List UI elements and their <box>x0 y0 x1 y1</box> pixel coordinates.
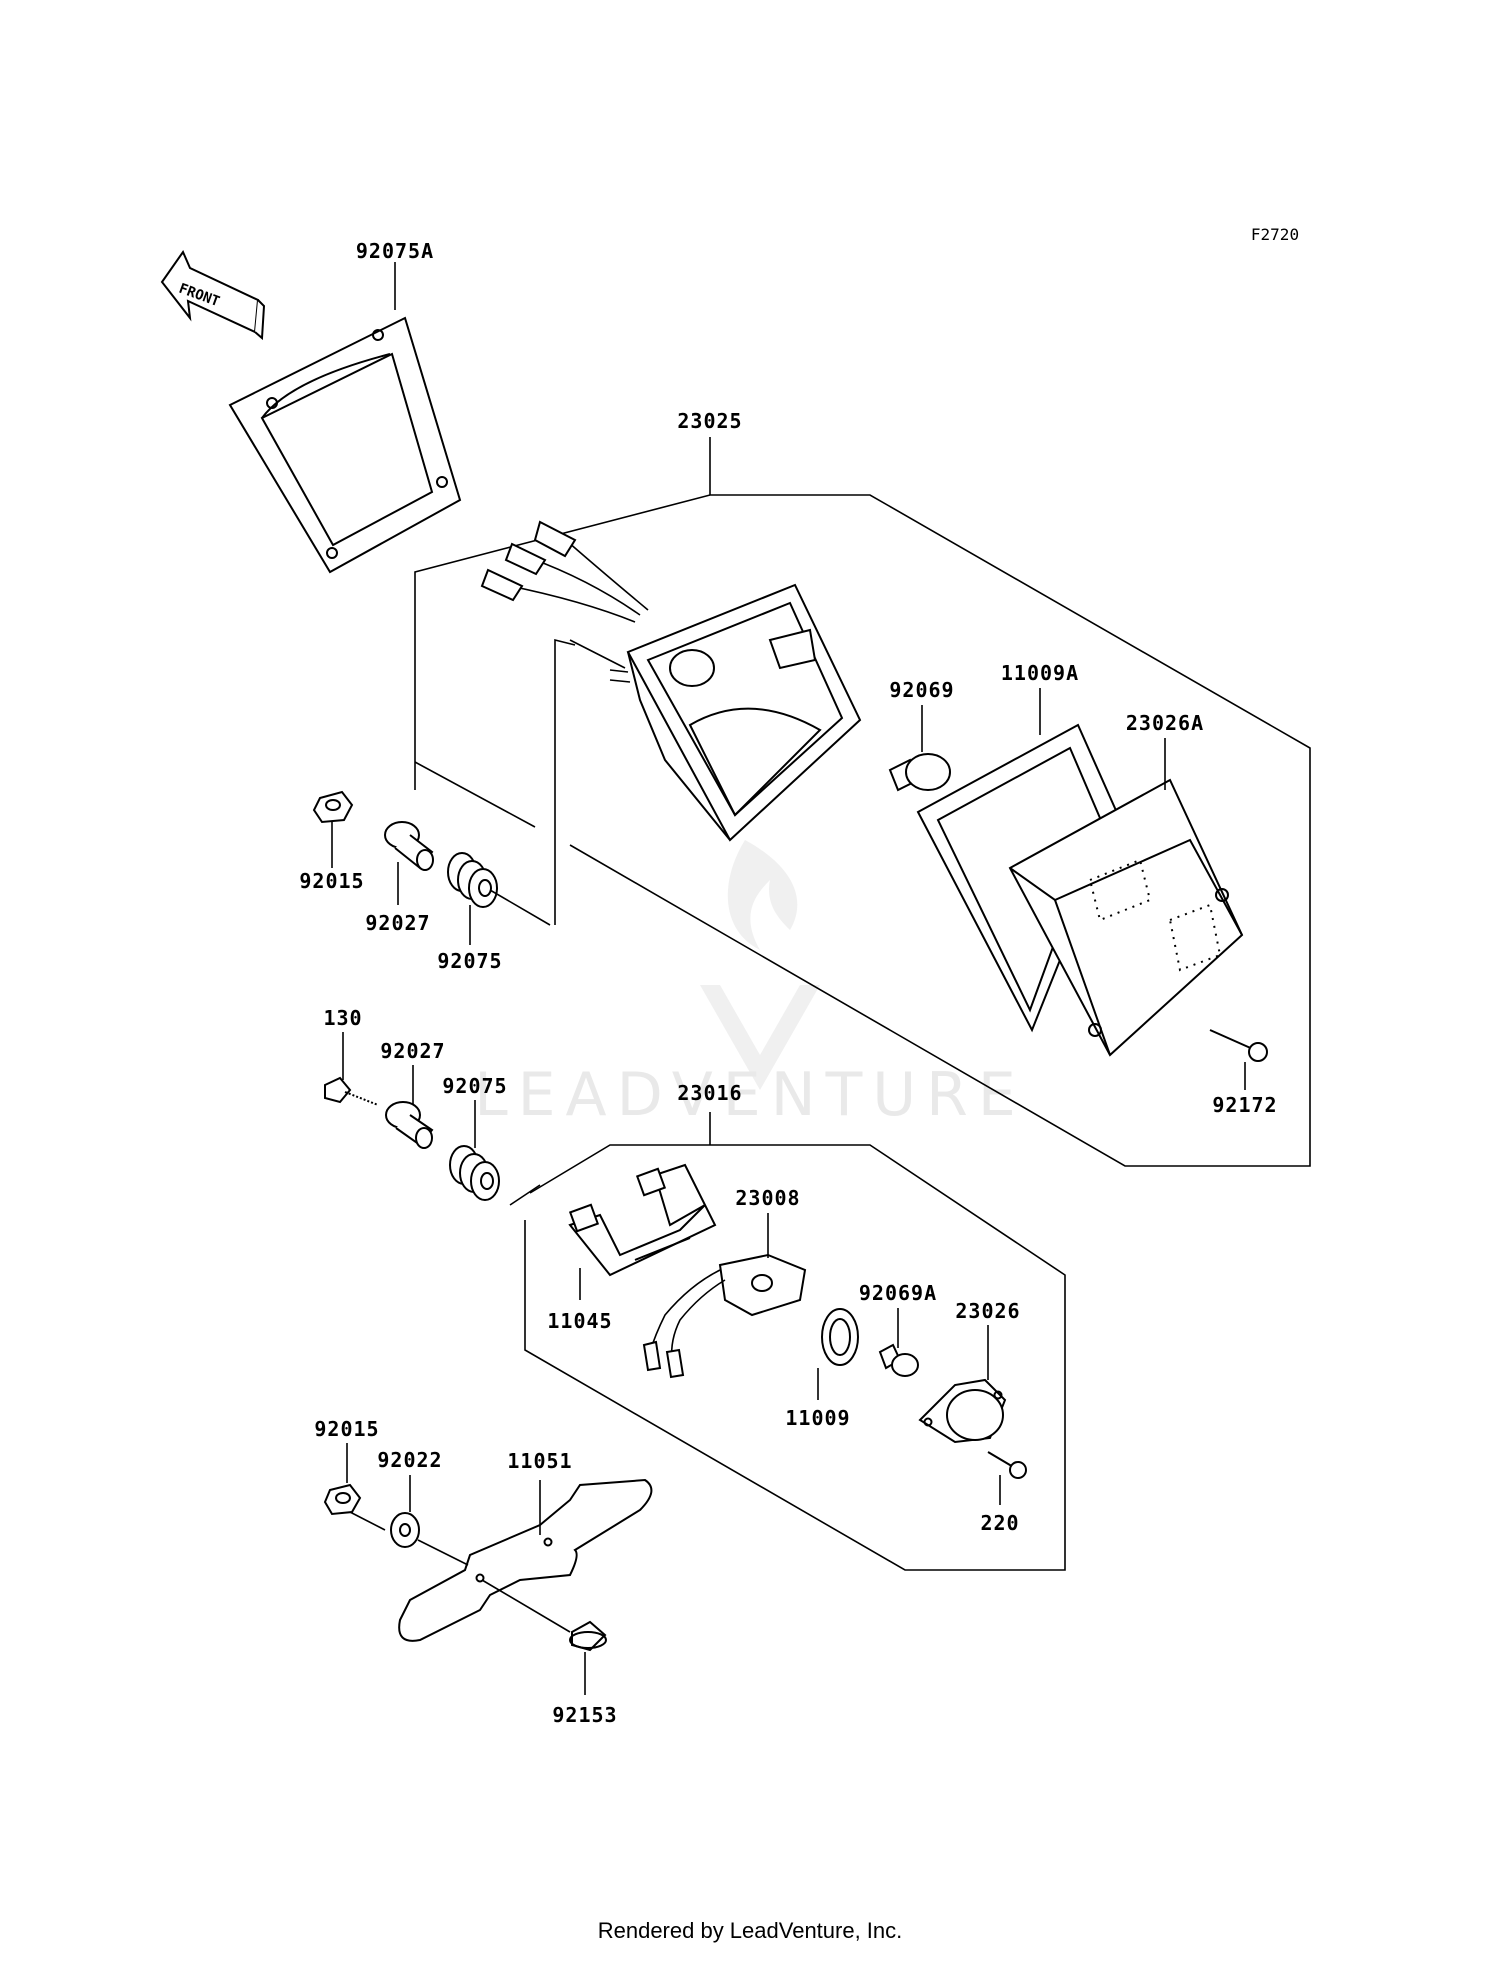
label-11009A: 11009A <box>1001 661 1079 685</box>
lens-part <box>1008 778 1244 1057</box>
footer-credit: Rendered by LeadVenture, Inc. <box>597 1918 903 1943</box>
wire-harness-part <box>480 520 649 623</box>
label-92027-middle: 92027 <box>380 1039 445 1063</box>
small-screw-part <box>987 1451 1027 1479</box>
label-92069A: 92069A <box>859 1281 937 1305</box>
watermark-logo <box>700 840 820 1090</box>
label-130: 130 <box>323 1006 362 1030</box>
bulb-part <box>888 753 951 792</box>
label-92075A: 92075A <box>356 239 434 263</box>
small-lens-part <box>918 1378 1007 1444</box>
front-arrow-icon: FRONT <box>160 249 266 341</box>
nut-part-lower <box>323 1483 362 1516</box>
gasket-part <box>228 316 462 574</box>
bolt-part <box>324 1076 379 1106</box>
nut-part-upper <box>312 790 354 824</box>
license-bracket-part <box>398 1478 653 1642</box>
label-23026: 23026 <box>955 1299 1020 1323</box>
taillight-housing-part <box>569 583 862 842</box>
socket-part <box>642 1253 807 1379</box>
grommet-part-middle <box>449 1145 500 1201</box>
watermark-text: LEADVENTURE <box>474 1060 1026 1130</box>
label-92075-middle: 92075 <box>442 1074 507 1098</box>
collar-part-middle <box>385 1101 434 1149</box>
label-23016: 23016 <box>677 1081 742 1105</box>
label-92015-lower: 92015 <box>314 1417 379 1441</box>
label-220: 220 <box>980 1511 1019 1535</box>
label-92069: 92069 <box>889 678 954 702</box>
washer-part <box>390 1512 420 1548</box>
grommet-part-upper <box>447 852 498 908</box>
collar-part-upper <box>384 821 434 871</box>
label-92075-upper: 92075 <box>437 949 502 973</box>
label-23025: 23025 <box>677 409 742 433</box>
diagram-code: F2720 <box>1251 225 1299 244</box>
screw-part <box>1209 1029 1268 1062</box>
flange-bolt-part <box>569 1620 607 1652</box>
label-23008: 23008 <box>735 1186 800 1210</box>
small-bulb-part <box>878 1343 919 1377</box>
label-92153: 92153 <box>552 1703 617 1727</box>
label-92172: 92172 <box>1212 1093 1277 1117</box>
label-92027-upper: 92027 <box>365 911 430 935</box>
label-11009: 11009 <box>785 1406 850 1430</box>
bracket-part <box>568 1163 717 1277</box>
label-92015-upper: 92015 <box>299 869 364 893</box>
label-92022: 92022 <box>377 1448 442 1472</box>
label-11045: 11045 <box>547 1309 612 1333</box>
o-ring-part <box>821 1308 859 1366</box>
label-11051: 11051 <box>507 1449 572 1473</box>
label-23026A: 23026A <box>1126 711 1204 735</box>
